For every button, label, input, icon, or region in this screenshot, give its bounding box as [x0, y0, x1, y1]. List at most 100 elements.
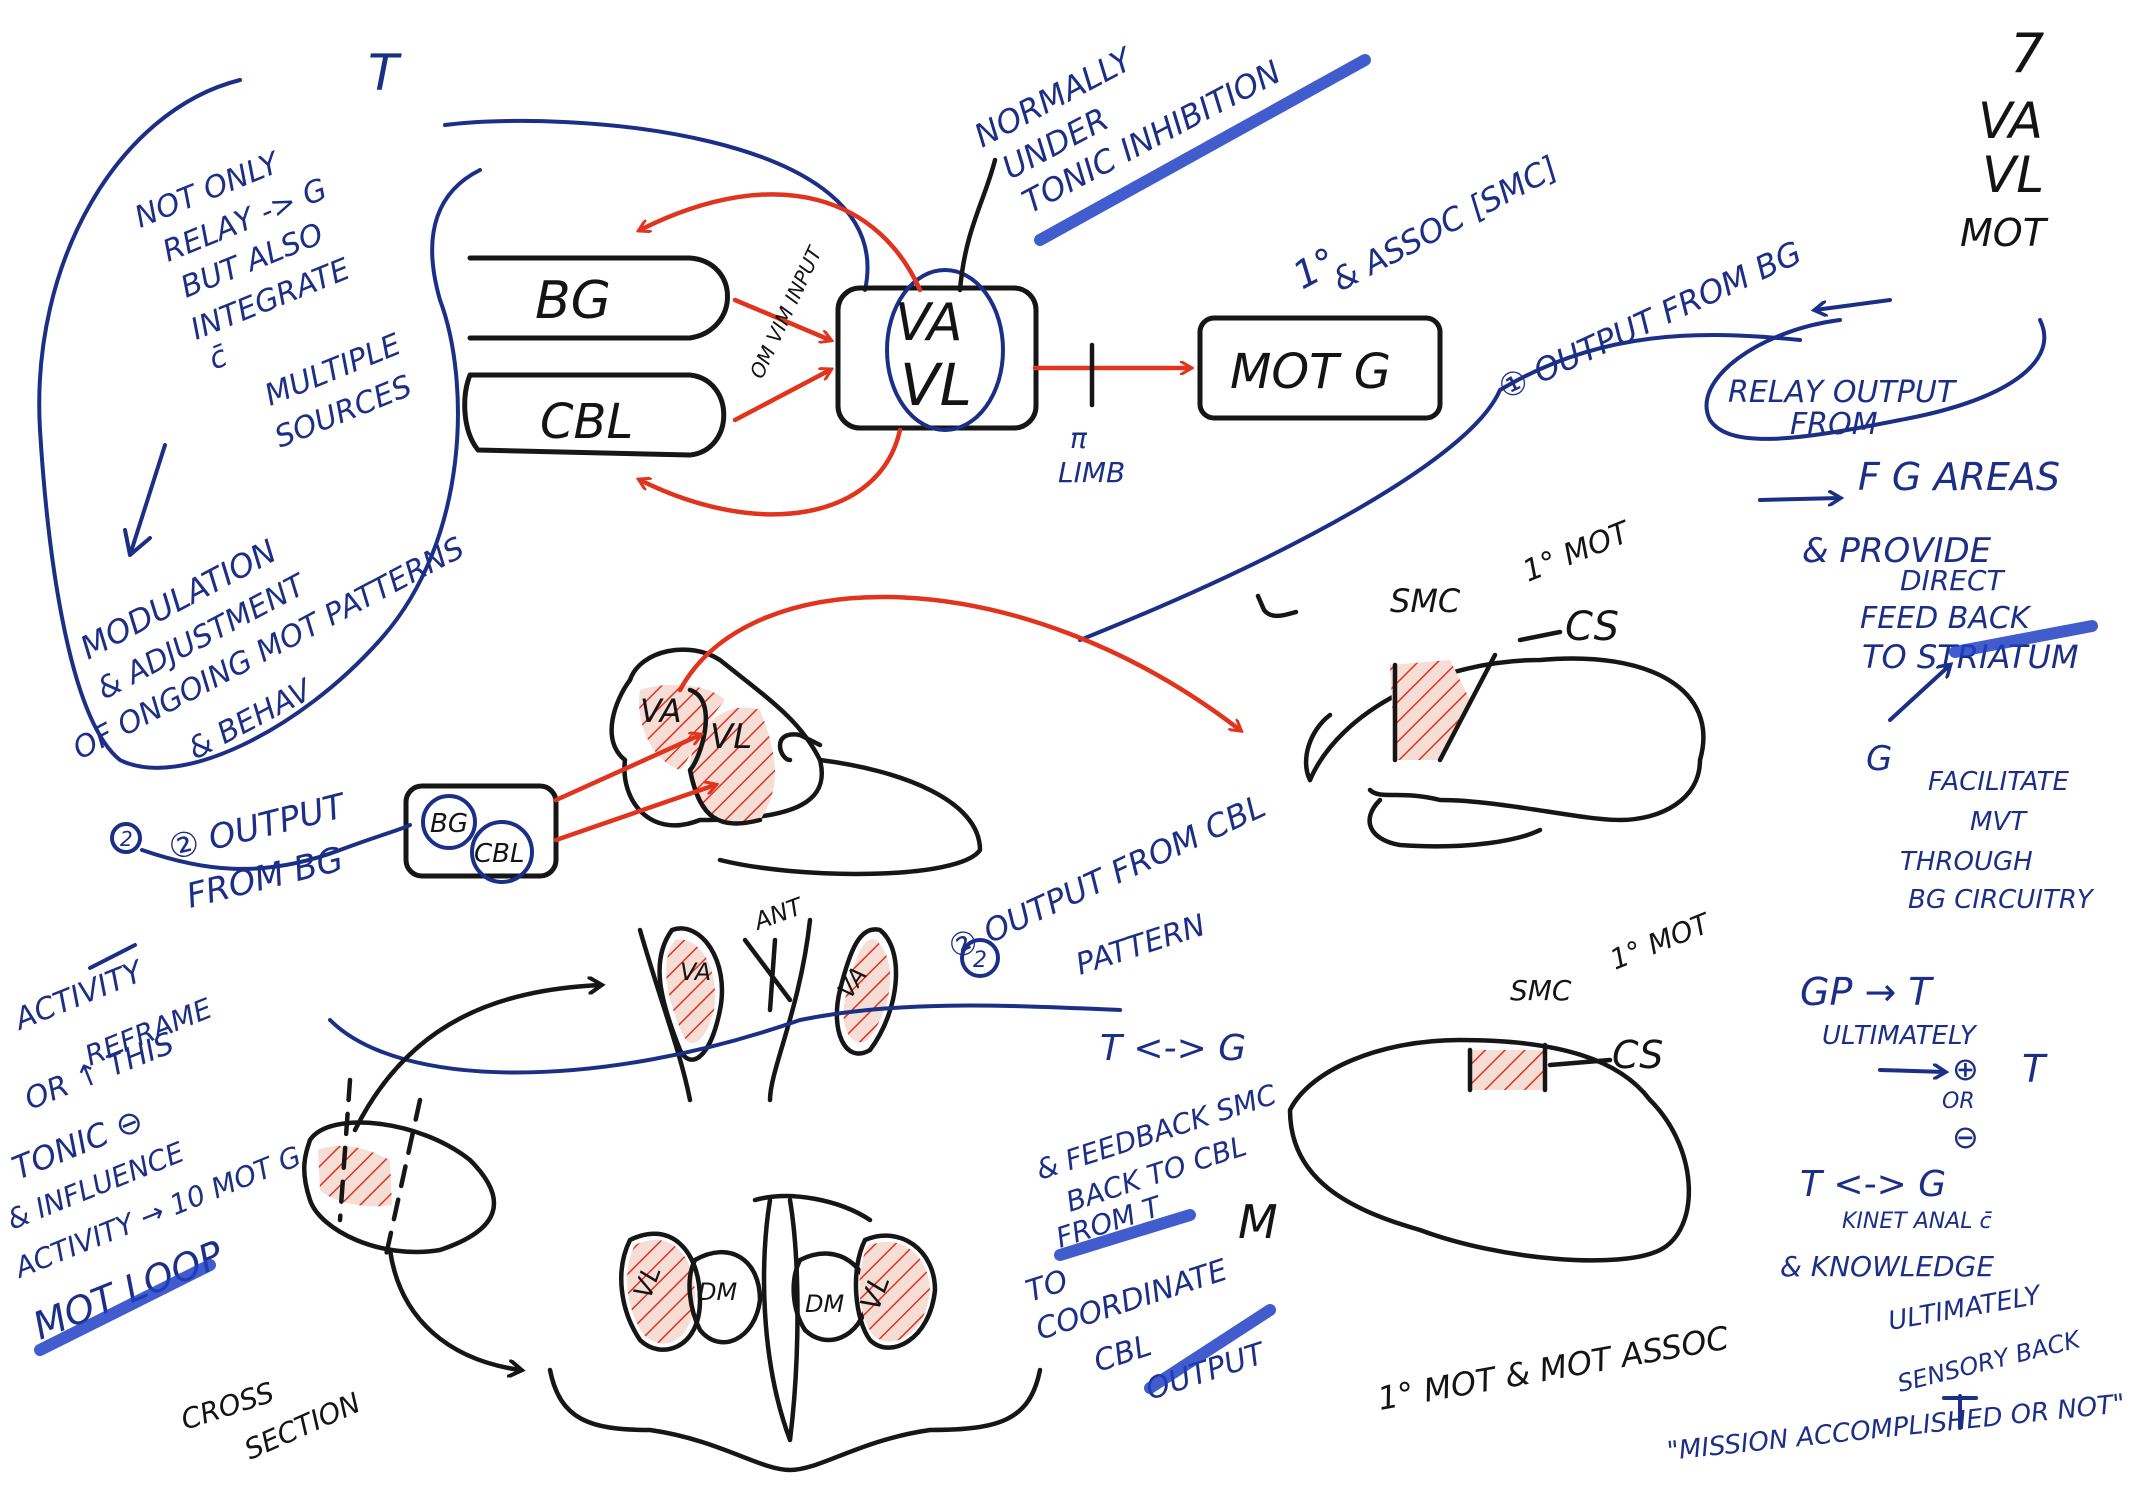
thalamus-to-bg-arrow — [640, 192, 923, 293]
bg-to-va-arrow — [553, 735, 700, 803]
va-left-label: VA — [680, 958, 711, 986]
tonic-highlight — [1034, 54, 1371, 246]
vl-left-outline — [619, 1231, 703, 1352]
cbl-box — [462, 372, 727, 458]
t-g-right: T <-> G — [1800, 1164, 1946, 1205]
cerebellum-sketch: CROSS SECTION — [177, 985, 600, 1466]
two-circle-left — [110, 822, 142, 854]
bg-label-mid: BG — [430, 809, 468, 839]
bottom-section: VL DM DM VL — [547, 1193, 1043, 1473]
ktd-2: & KNOWLEDGE — [1780, 1250, 1994, 1283]
mot-label-lower: 1° MOT — [1605, 906, 1716, 976]
cs-label-upper: CS — [1565, 604, 1619, 650]
brain-lower-outline — [1287, 1037, 1691, 1263]
motor-box — [1197, 315, 1443, 421]
t-mark-bottom — [1942, 1394, 1978, 1430]
two-digit-left: 2 — [120, 827, 133, 851]
brain-upper: SMC 1° MOT CS — [1255, 514, 1706, 849]
m-mark: M — [1238, 1195, 1278, 1249]
minus-sign: ⊖ — [1952, 1118, 1979, 1156]
ktd-1: KINET ANAL c̄ — [1842, 1209, 1992, 1234]
feedback-highlight — [1054, 1209, 1196, 1261]
brain-upper-hatch — [1390, 660, 1470, 760]
coordinate-highlight — [1144, 1304, 1276, 1394]
t-g-mid: T <-> G — [1100, 1028, 1246, 1069]
note-line-5: c̄ — [204, 338, 234, 377]
cbl-to-vl-arrow — [553, 785, 715, 843]
dm-right-label: DM — [805, 1290, 844, 1318]
ant-marks — [742, 937, 793, 1013]
corner-labels: 7 VA VL MOT — [1960, 22, 2049, 255]
two-circle-right — [960, 938, 1000, 978]
cerebellum-hatch — [318, 1145, 392, 1207]
facilitate-line-2: MVT — [1970, 807, 2028, 837]
facilitate-g: G — [1866, 739, 1892, 779]
relay-line-1: RELAY OUTPUT — [1728, 375, 1958, 410]
striatum-highlight — [1949, 620, 2098, 658]
limb-pi: π — [1070, 422, 1088, 455]
bg-circle — [421, 794, 477, 850]
limb-label: LIMB — [1058, 456, 1125, 489]
provide-line-2: DIRECT — [1900, 564, 2006, 597]
corner-va: VA — [1978, 92, 2043, 150]
facilitate-line-1: FACILITATE — [1928, 767, 2069, 797]
ultimately-1: ULTIMATELY — [1822, 1021, 1978, 1051]
smc-label-upper: SMC — [1390, 582, 1461, 620]
assoc-line-2: & ASSOC [SMC] — [1326, 148, 1564, 299]
ant-label: ANT — [749, 892, 809, 937]
top-diagram: BG CBL VA VL MOT G OM VIM INPUT π LIMB N… — [462, 39, 1564, 517]
thalamus-vl: VL — [900, 351, 972, 419]
brain-lower-hatch — [1470, 1050, 1545, 1090]
facilitate-arrow — [1888, 665, 1950, 722]
right-bottom-notes: GP → T ULTIMATELY ⊕ T OR ⊖ T <-> G KINET… — [1375, 970, 2127, 1467]
relay-line-3: F G AREAS — [1858, 455, 2060, 499]
thalamus-va: VA — [895, 293, 963, 353]
brain-upper-outline — [1307, 656, 1706, 849]
t-mark: T — [368, 44, 402, 102]
brain-lower: SMC 1° MOT CS — [1287, 906, 1716, 1263]
thalamus-outline-top — [609, 647, 824, 828]
bg-output-line — [1078, 333, 1802, 642]
activity-underline — [88, 943, 137, 970]
gp-t: GP → T — [1800, 970, 1934, 1014]
cs-pointer-lower — [1547, 1057, 1613, 1068]
ktd-4: SENSORY BACK — [1895, 1325, 2085, 1398]
arrow-to-section — [387, 1247, 520, 1370]
vl-label-mid: VL — [710, 717, 752, 757]
mot-assoc-label: 1° MOT & MOT ASSOC — [1375, 1319, 1732, 1418]
thalamus-to-cortex-arrow — [677, 594, 1240, 730]
thalamus-to-cbl-arrow — [640, 427, 903, 517]
cbl-circle — [470, 820, 534, 884]
thalamus-extension — [717, 732, 983, 877]
va-left-hatch — [666, 939, 716, 1043]
section-midline — [761, 1197, 800, 1443]
provide-line-3: FEED BACK — [1860, 601, 2032, 636]
cbl-label-mid: CBL — [474, 839, 524, 869]
bg-to-thalamus-arrow — [732, 297, 830, 340]
brain-upper-frontal — [1303, 712, 1333, 783]
smc-label-lower: SMC — [1510, 974, 1572, 1007]
left-bottom-note: ACTIVITY REFRAME OR ↑ THIS TONIC ⊖ & INF… — [2, 943, 306, 1356]
va-right-outline — [834, 927, 899, 1056]
va-right-hatch — [843, 939, 891, 1043]
section-outline-top — [752, 1193, 873, 1223]
output-bg-line — [140, 823, 412, 871]
bg-box — [467, 255, 730, 341]
vl-right-outline — [853, 1233, 938, 1350]
va-label-mid: VA — [640, 692, 682, 730]
cbl-output-line — [328, 1003, 1122, 1075]
corner-vl: VL — [1982, 146, 2044, 204]
relay-line-2: FROM — [1790, 407, 1878, 442]
cbl-label: CBL — [540, 394, 633, 450]
section-outline-bottom — [547, 1367, 1043, 1473]
brain-upper-sulcus — [1392, 652, 1498, 763]
bg-label: BG — [535, 271, 611, 331]
cbl-to-thalamus-arrow — [732, 370, 830, 423]
facilitate-line-4: BG CIRCUITRY — [1908, 885, 2095, 915]
provide-line-1: & PROVIDE — [1802, 531, 1992, 571]
arrow-to-thalamus — [352, 985, 600, 1133]
t-link-line — [443, 118, 870, 292]
plus-sign: ⊕ — [1952, 1050, 1979, 1088]
annotation-loop — [37, 78, 482, 770]
